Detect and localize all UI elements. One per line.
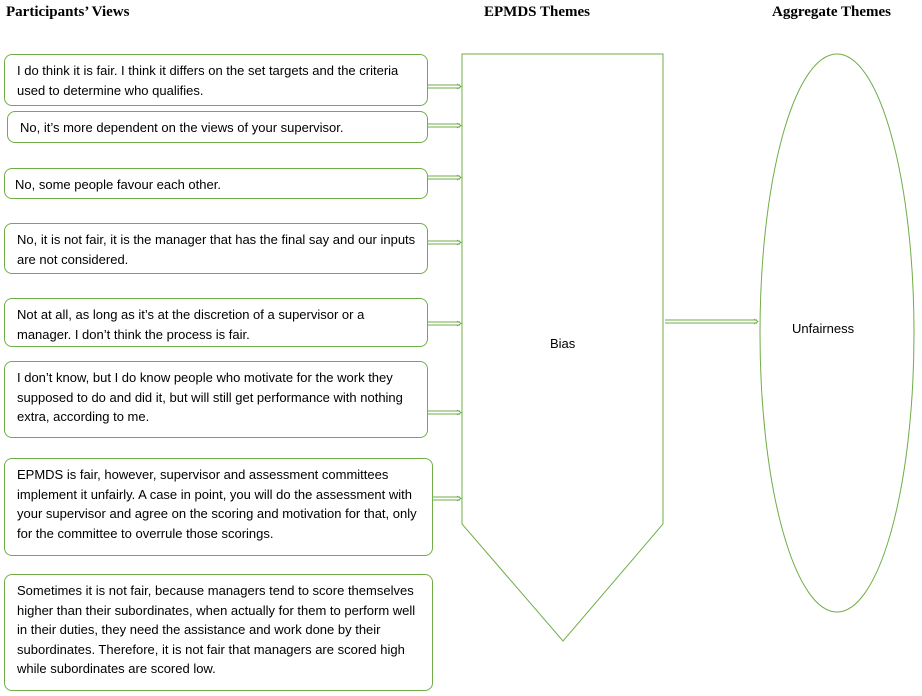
connector-quote-3 xyxy=(428,174,462,181)
connector-quote-2 xyxy=(428,122,462,129)
connector-quote-1 xyxy=(428,83,462,90)
theme-label-unfairness: Unfairness xyxy=(792,321,855,336)
quote-box-8: Sometimes it is not fair, because manage… xyxy=(4,574,433,691)
connector-quote-6 xyxy=(428,409,462,416)
header-aggregate-themes: Aggregate Themes xyxy=(772,4,892,20)
bias-arrow-shape xyxy=(461,53,664,642)
connector-bias-to-unfairness xyxy=(665,318,759,325)
quote-box-2: No, it’s more dependent on the views of … xyxy=(7,111,428,143)
quote-box-3: No, some people favour each other. xyxy=(4,168,428,199)
unfairness-ellipse xyxy=(759,53,915,613)
quote-box-4: No, it is not fair, it is the manager th… xyxy=(4,223,428,274)
theme-label-bias: Bias xyxy=(550,336,576,351)
quote-box-1: I do think it is fair. I think it differ… xyxy=(4,54,428,106)
quote-box-7: EPMDS is fair, however, supervisor and a… xyxy=(4,458,433,556)
connector-quote-4 xyxy=(428,239,462,246)
connector-quote-7 xyxy=(433,495,462,502)
quote-box-6: I don’t know, but I do know people who m… xyxy=(4,361,428,438)
quote-box-5: Not at all, as long as it’s at the discr… xyxy=(4,298,428,347)
connector-quote-5 xyxy=(428,320,462,327)
header-epmds-themes: EPMDS Themes xyxy=(484,4,590,20)
header-participants-views: Participants’ Views xyxy=(6,4,130,20)
